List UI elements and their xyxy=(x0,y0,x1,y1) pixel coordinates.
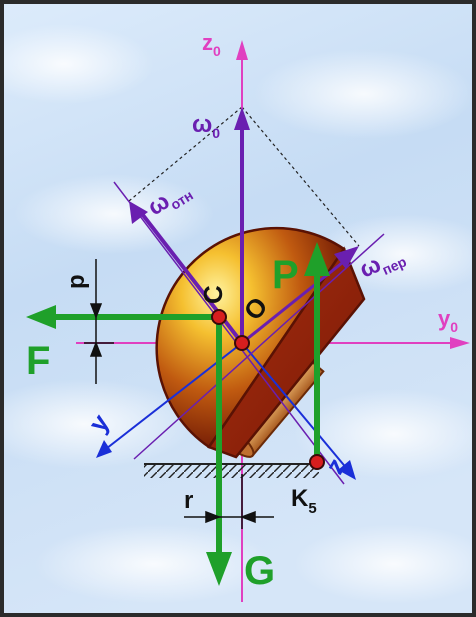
point-K5 xyxy=(309,454,325,470)
perpendicular-line xyxy=(133,233,385,460)
omega0-vector xyxy=(234,107,250,343)
omega0-label: ω0 xyxy=(192,111,220,141)
dimension-r-label: r xyxy=(184,487,193,514)
omega-per-vector xyxy=(241,246,359,345)
dimension-p-label: p xyxy=(63,274,90,289)
dimension-r xyxy=(184,474,274,529)
axis-of-symmetry-line xyxy=(113,181,345,485)
point-C-label: C xyxy=(198,285,228,304)
cloud-texture xyxy=(4,24,472,604)
point-O xyxy=(234,335,250,351)
force-P-vector xyxy=(304,242,330,462)
mechanics-diagram: z0 y0 ω0 ωотн ωпер P F G C O K5 p r y z xyxy=(4,4,472,613)
z0-label: z0 xyxy=(202,30,221,59)
dimension-p xyxy=(84,259,114,384)
y0-arrowhead xyxy=(450,337,470,349)
parallelogram-construction xyxy=(128,106,360,247)
hemisphere-flat-face xyxy=(207,246,366,459)
y0-label: y0 xyxy=(438,306,458,335)
force-G-vector xyxy=(206,317,232,586)
point-K5-label: K5 xyxy=(291,485,317,517)
z-axis-local xyxy=(241,342,356,480)
force-F-label: F xyxy=(26,339,50,383)
force-F-vector xyxy=(26,305,219,329)
ground-support xyxy=(144,463,322,478)
point-C xyxy=(211,309,227,325)
force-G-label: G xyxy=(244,549,275,593)
z0-arrowhead xyxy=(236,40,248,60)
force-P-label: P xyxy=(272,253,299,297)
